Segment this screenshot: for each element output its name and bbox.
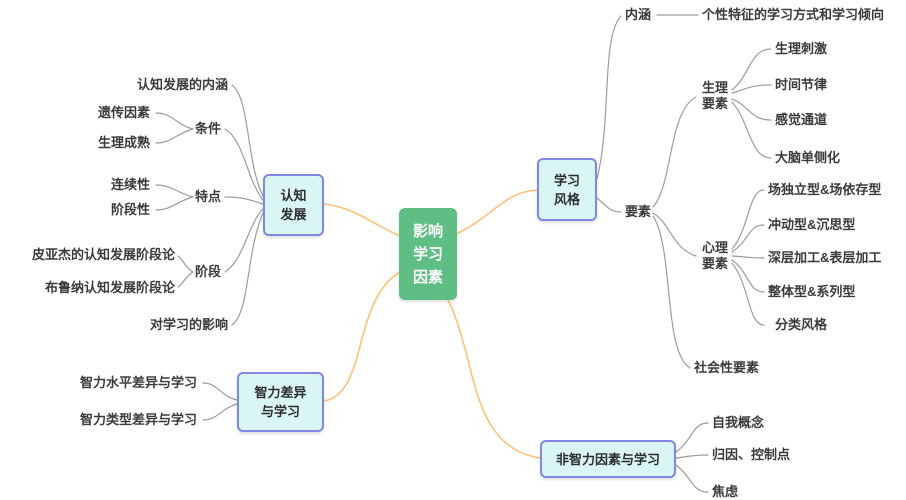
topic-intelligence-difference-learning[interactable]: 智力差异 与学习	[237, 372, 324, 432]
label-anxiety[interactable]: 焦虑	[712, 484, 739, 499]
topic-non-intelligence-factors[interactable]: 非智力因素与学习	[540, 440, 676, 478]
label-connotation-desc[interactable]: 个性特征的学习方式和学习倾向	[702, 7, 885, 22]
label-stages[interactable]: 阶段	[194, 264, 221, 279]
label-field-independent-dependent[interactable]: 场独立型&场依存型	[768, 182, 882, 197]
label-sensory-channel[interactable]: 感觉通道	[775, 112, 828, 127]
label-continuity[interactable]: 连续性	[110, 177, 150, 192]
label-genetic-factors[interactable]: 遗传因素	[97, 105, 150, 120]
label-iq-type-difference[interactable]: 智力类型差异与学习	[79, 412, 197, 427]
label-holistic-serial[interactable]: 整体型&系列型	[768, 284, 856, 299]
label-impulsive-reflective[interactable]: 冲动型&沉思型	[768, 217, 856, 232]
label-psychological-elements[interactable]: 心理 要素	[701, 240, 728, 271]
label-time-rhythm[interactable]: 时间节律	[775, 77, 828, 92]
label-influence-on-learning[interactable]: 对学习的影响	[149, 317, 228, 332]
topic-learning-style[interactable]: 学习 风格	[537, 158, 597, 221]
label-iq-level-difference[interactable]: 智力水平差异与学习	[79, 375, 197, 390]
label-deep-surface-processing[interactable]: 深层加工&表层加工	[768, 250, 882, 265]
root-topic-factors-affecting-learning[interactable]: 影响 学习 因素	[399, 208, 457, 300]
label-elements[interactable]: 要素	[625, 204, 652, 219]
label-classification-style[interactable]: 分类风格	[775, 317, 828, 332]
label-characteristics[interactable]: 特点	[194, 189, 221, 204]
label-physiological-stimulus[interactable]: 生理刺激	[775, 41, 828, 56]
label-social-elements[interactable]: 社会性要素	[694, 360, 760, 375]
label-stage-nature[interactable]: 阶段性	[110, 202, 150, 217]
label-cognitive-connotation[interactable]: 认知发展的内涵	[136, 77, 228, 92]
label-attribution-locus[interactable]: 归因、控制点	[712, 447, 791, 462]
label-physiological-maturity[interactable]: 生理成熟	[97, 135, 150, 150]
topic-cognitive-development[interactable]: 认知 发展	[263, 174, 324, 236]
label-connotation[interactable]: 内涵	[625, 7, 652, 22]
label-piaget-theory[interactable]: 皮亚杰的认知发展阶段论	[31, 247, 175, 262]
label-physiological-elements[interactable]: 生理 要素	[701, 80, 728, 111]
label-brain-lateralization[interactable]: 大脑单侧化	[775, 150, 841, 165]
label-self-concept[interactable]: 自我概念	[712, 415, 765, 430]
label-bruner-theory[interactable]: 布鲁纳认知发展阶段论	[44, 280, 175, 295]
label-conditions[interactable]: 条件	[194, 121, 221, 136]
